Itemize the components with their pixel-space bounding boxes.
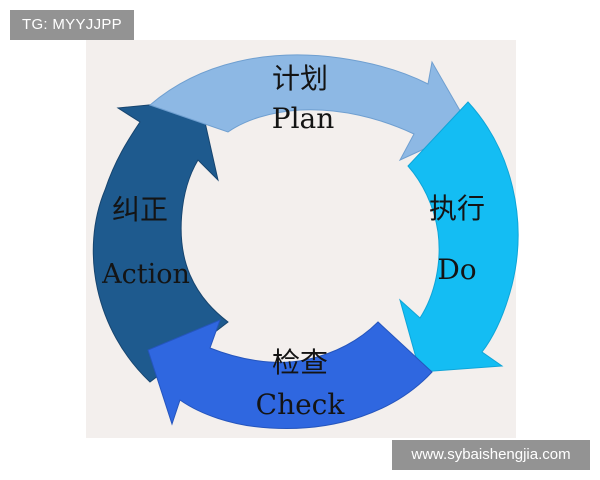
do-segment [399,101,519,373]
do-en-label: Do [437,253,476,286]
check-cn-label: 检查 [272,346,328,379]
action-segment [92,99,229,383]
plan-en-label: Plan [272,102,335,135]
plan-segment [149,54,471,162]
plan-cn-label: 计划 [272,62,328,95]
action-en-label: Action [101,259,190,290]
action-cn-label: 纠正 [112,193,168,226]
watermark-bottom-right: www.sybaishengjia.com [392,440,590,470]
check-segment [147,319,433,429]
watermark-top-left: TG: MYYJJPP [10,10,134,40]
check-en-label: Check [256,388,346,421]
do-cn-label: 执行 [429,192,485,225]
